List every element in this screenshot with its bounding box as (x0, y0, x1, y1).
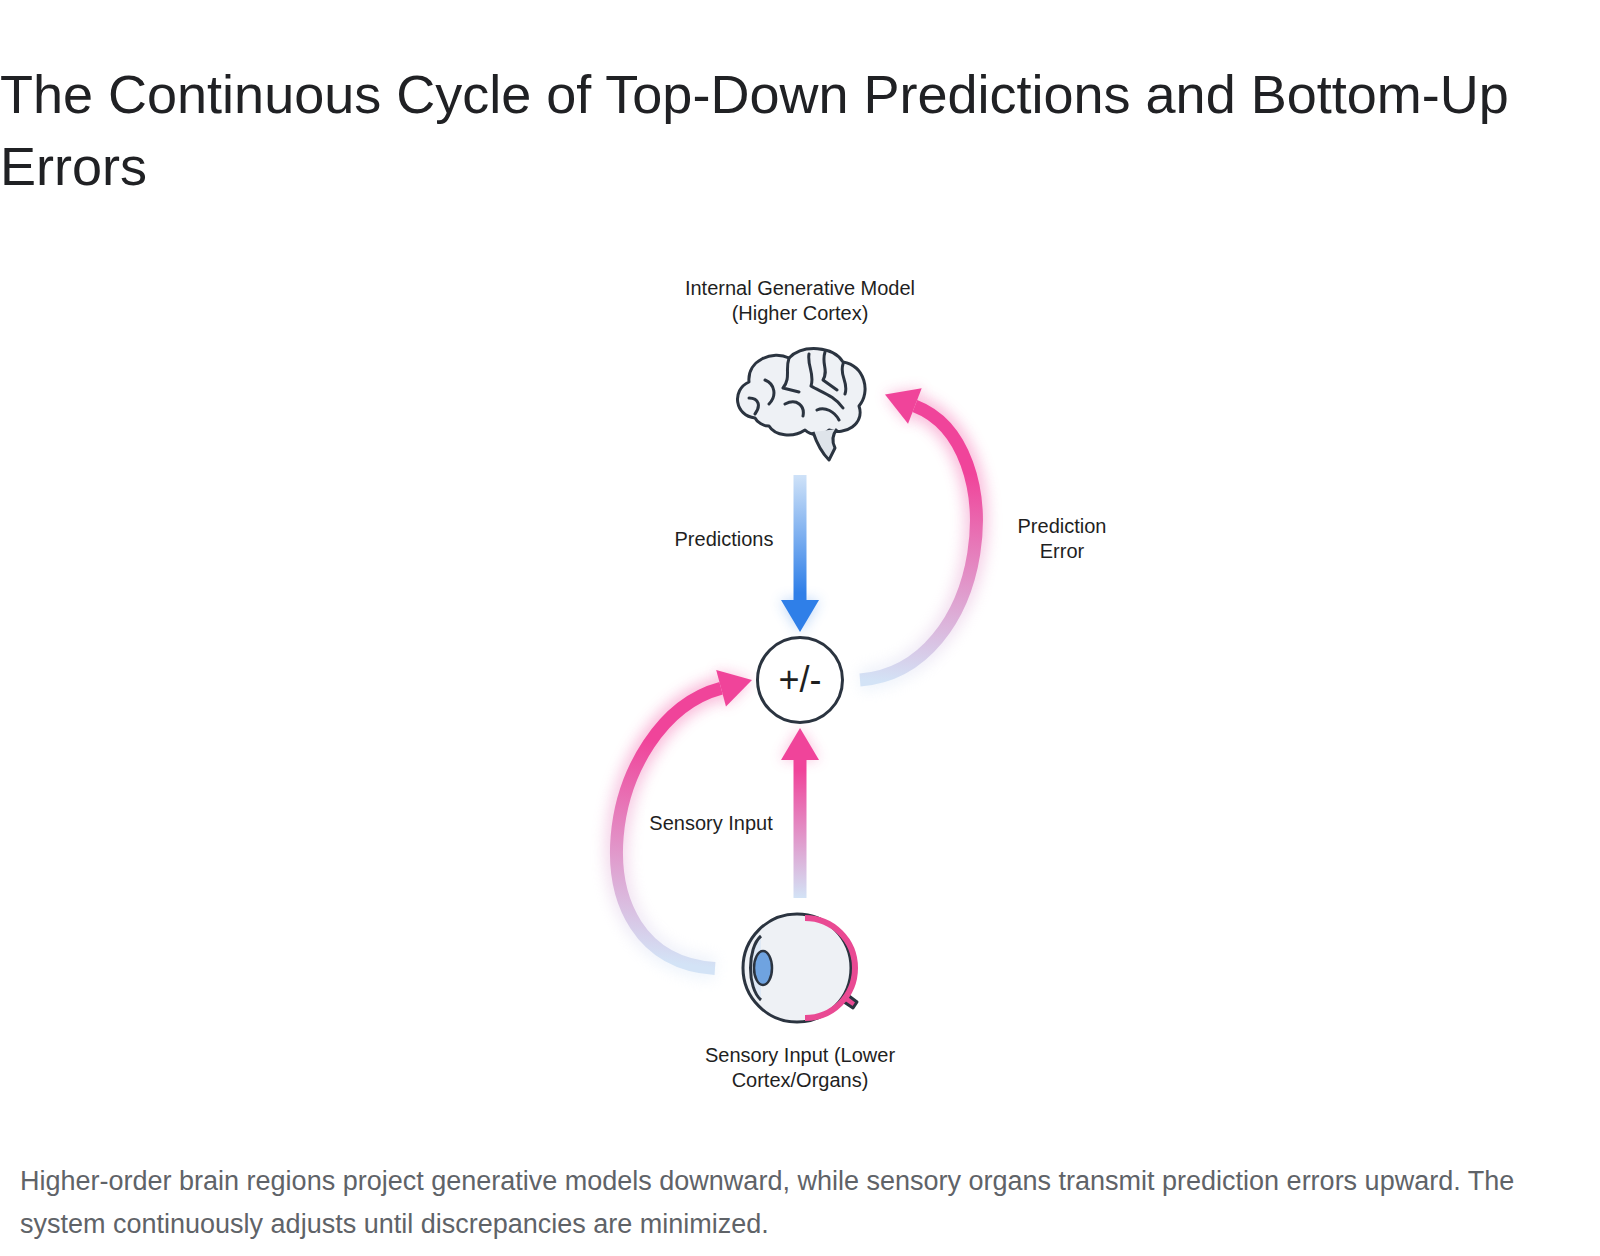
node-text: Internal Generative Model (Higher Cortex… (665, 276, 935, 326)
node-text: Sensory Input (Lower Cortex/Organs) (685, 1043, 915, 1093)
arrowhead-glow (716, 670, 752, 707)
sensory-node: Sensory Input (Lower Cortex/Organs) (685, 906, 915, 1093)
arrowhead (781, 600, 819, 632)
generative-model-node: Internal Generative Model (Higher Cortex… (665, 276, 935, 465)
arrowhead (716, 670, 752, 707)
eye-illustration (735, 906, 865, 1031)
arrowhead (885, 388, 922, 423)
arrowhead (781, 728, 819, 760)
arrow-glow (860, 406, 976, 680)
arrowhead-glow (781, 728, 819, 760)
arrow-line (860, 406, 976, 680)
arrow-glow (788, 760, 812, 898)
flow-arrow (781, 475, 819, 632)
flow-arrow (781, 728, 819, 898)
arrow-line (794, 760, 807, 898)
brain-illustration (725, 340, 875, 465)
comparator-circle: +/- (756, 636, 844, 724)
eye-icon (735, 906, 865, 1031)
brain-icon (725, 340, 875, 465)
arrowhead-glow (781, 600, 819, 632)
edge-label: Prediction Error (1003, 513, 1121, 565)
edge-label: Sensory Input (645, 810, 776, 837)
arrow-glow (788, 475, 812, 600)
page-title: The Continuous Cycle of Top-Down Predict… (0, 58, 1590, 202)
figure-caption: Higher-order brain regions project gener… (20, 1160, 1565, 1246)
arrow-line (794, 475, 807, 600)
node-text: +/- (778, 660, 821, 700)
flow-arrow (860, 388, 976, 680)
edge-label: Predictions (671, 526, 778, 553)
